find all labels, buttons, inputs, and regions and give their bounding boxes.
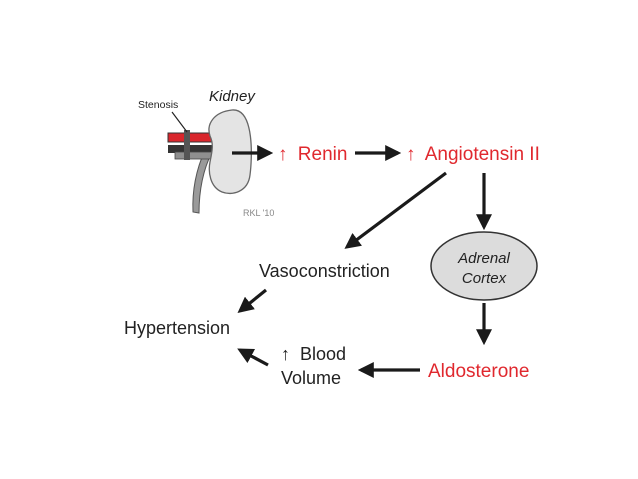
ureter-icon <box>192 149 213 214</box>
kidney-title: Kidney <box>209 88 256 105</box>
kidney-icon <box>208 109 252 195</box>
adrenal-cortex-ellipse <box>430 231 538 301</box>
up-arrow-icon: ↑ <box>406 144 416 165</box>
adrenal-line1: Adrenal <box>457 250 510 267</box>
up-arrow-icon: ↑ <box>281 344 290 364</box>
arrow-angiotensin-to-vasoconstriction <box>344 171 447 249</box>
aldosterone-label: Aldosterone <box>428 361 529 382</box>
kidney-illustration: Stenosis Kidney RKL '10 <box>138 88 274 218</box>
stenosis-pointer <box>171 111 188 133</box>
hypertension-label: Hypertension <box>124 318 230 338</box>
up-arrow-icon: ↑ <box>278 144 288 165</box>
angiotensin-node: ↑ Angiotensin II <box>406 144 540 165</box>
arrow-vasoconstriction-to-hypertension <box>237 288 268 314</box>
arrow-bloodvolume-to-hypertension <box>237 348 269 367</box>
blood-volume-line1: ↑ Blood <box>281 344 346 364</box>
credit-label: RKL '10 <box>243 208 274 218</box>
renin-node: ↑ Renin <box>278 144 347 165</box>
blood-label: Blood <box>300 344 346 364</box>
flow-arrows <box>232 145 492 378</box>
renin-label: Renin <box>298 144 348 165</box>
adrenal-cortex-node: Adrenal Cortex <box>430 231 538 301</box>
stenosis-label: Stenosis <box>138 99 178 111</box>
vasoconstriction-label: Vasoconstriction <box>259 261 390 281</box>
blood-volume-line2: Volume <box>281 368 341 388</box>
adrenal-line2: Cortex <box>462 270 507 287</box>
angiotensin-label: Angiotensin II <box>425 144 540 165</box>
artery-icon <box>167 130 214 160</box>
